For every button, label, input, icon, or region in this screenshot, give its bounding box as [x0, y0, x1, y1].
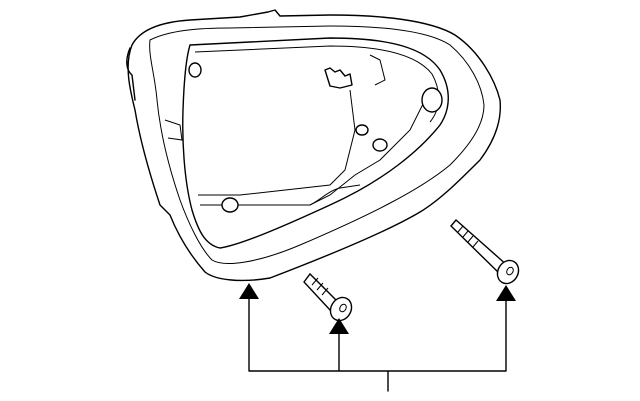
- arrow-head-long-screw: [496, 285, 516, 301]
- callout-leader: [239, 283, 516, 392]
- arrow-head-short-screw: [329, 318, 349, 334]
- mirror-housing-frame: [126, 9, 502, 282]
- arrow-head-housing: [239, 283, 259, 299]
- screw-short: [303, 272, 353, 322]
- screw-long: [450, 218, 520, 285]
